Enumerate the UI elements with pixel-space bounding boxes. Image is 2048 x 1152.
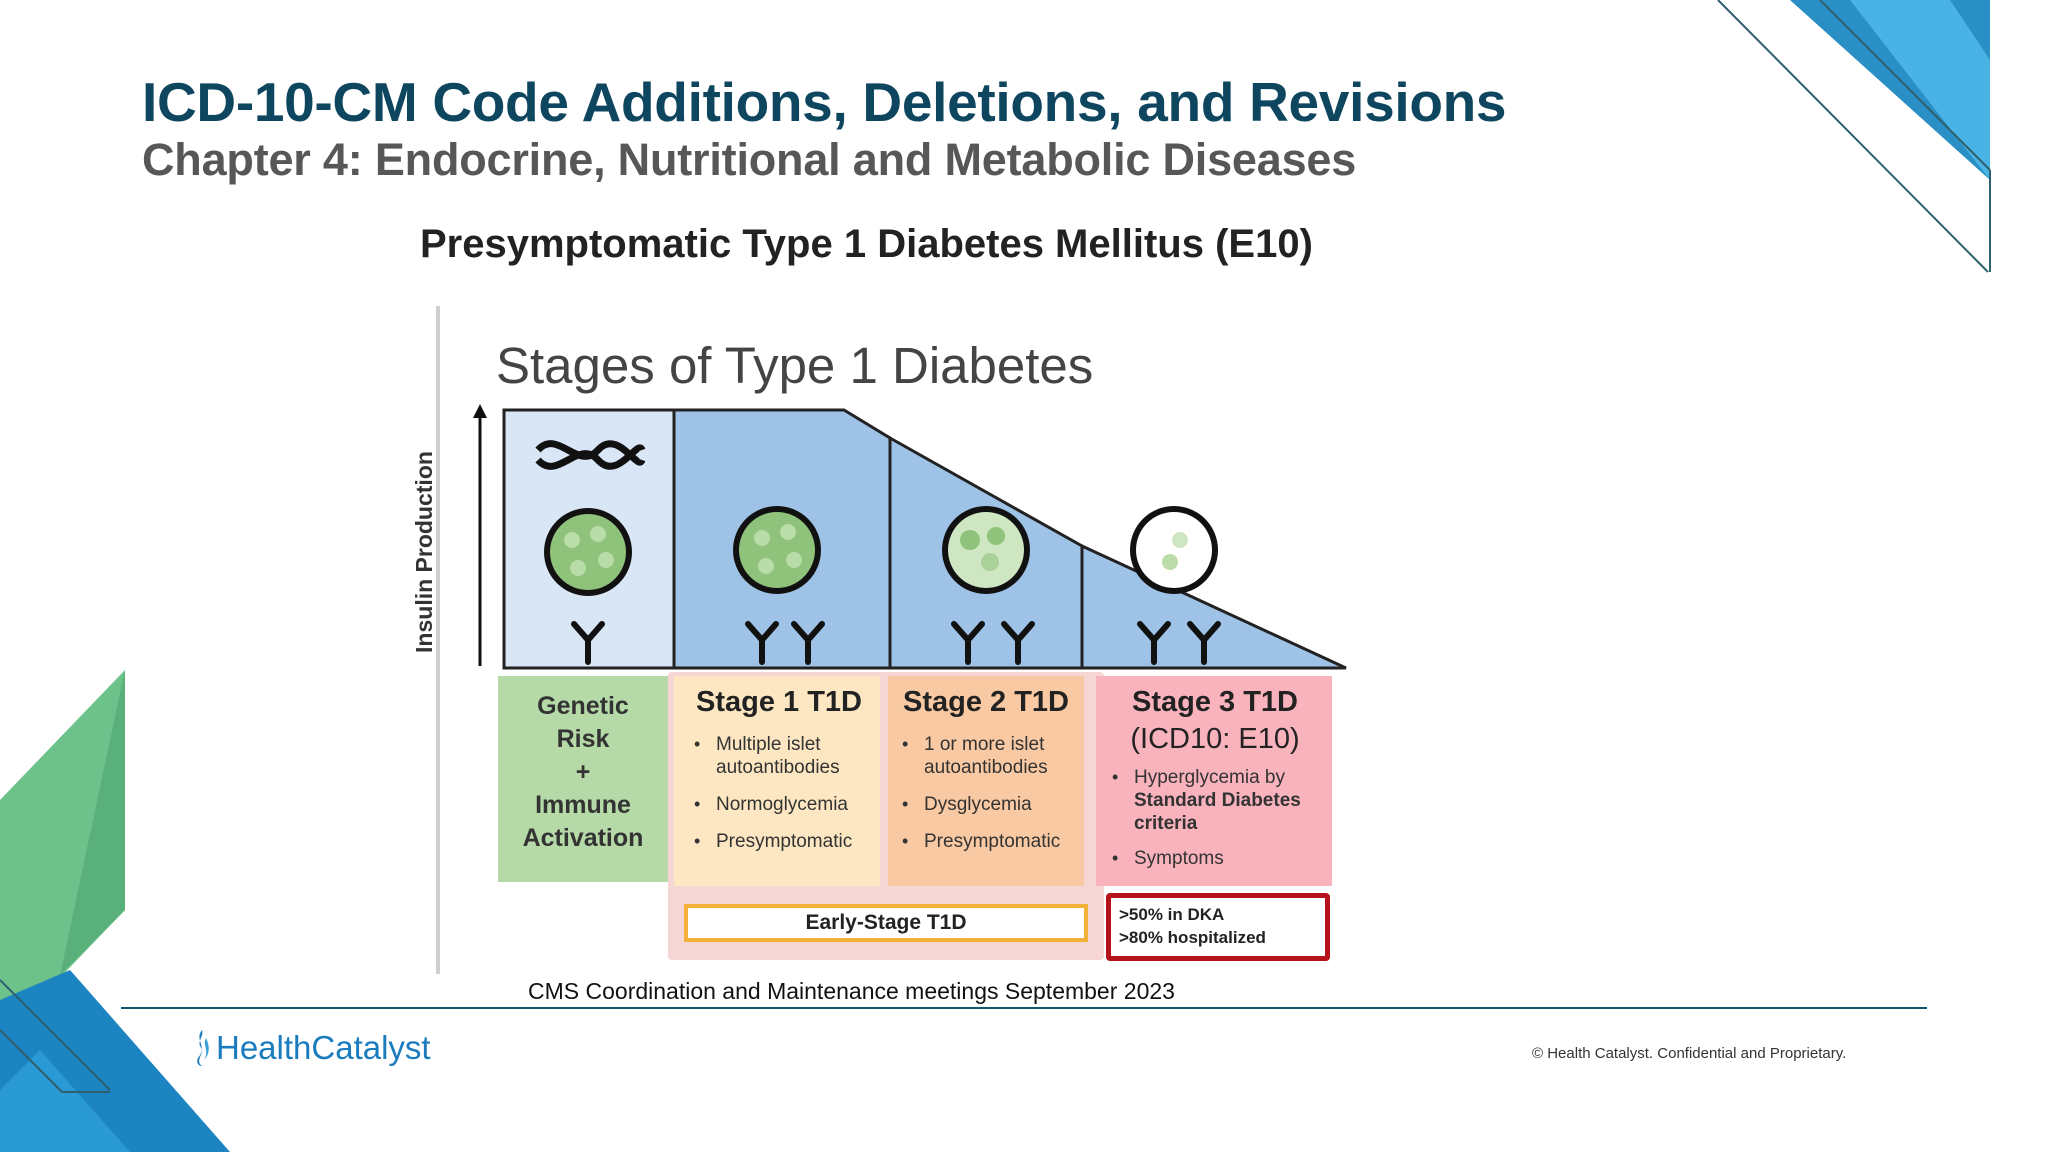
stage3-bullet-a: Hyperglycemia by — [1134, 767, 1285, 788]
diagram-left-border — [436, 306, 440, 974]
dka-line: >80% hospitalized — [1119, 928, 1266, 947]
slide-subtitle: Chapter 4: Endocrine, Nutritional and Me… — [142, 134, 1357, 185]
islet-cell-icon — [1130, 506, 1218, 594]
diagram-title: Stages of Type 1 Diabetes — [496, 337, 1094, 394]
list-item: 1 or more islet autoantibodies — [894, 733, 1078, 779]
stage2-box: Stage 2 T1D 1 or more islet autoantibodi… — [888, 676, 1084, 886]
slide-title: ICD-10-CM Code Additions, Deletions, and… — [142, 71, 1507, 133]
footnote: CMS Coordination and Maintenance meeting… — [528, 978, 1175, 1004]
dna-icon — [535, 440, 646, 470]
islet-cell-icon — [733, 506, 821, 594]
islet-cell-icon — [544, 508, 632, 596]
list-item: Normoglycemia — [686, 793, 872, 816]
logo-text-catalyst: Catalyst — [311, 1029, 431, 1066]
flame-icon — [197, 1030, 209, 1066]
stage3-title: Stage 3 T1D — [1132, 686, 1298, 718]
antibody-icon — [571, 621, 1221, 665]
stage1-box: Stage 1 T1D Multiple islet autoantibodie… — [674, 676, 880, 886]
footer-divider — [121, 1007, 1927, 1009]
stage1-bullets: Multiple islet autoantibodies Normoglyce… — [686, 733, 872, 853]
insulin-production-diagram — [473, 404, 1347, 670]
list-item: Presymptomatic — [894, 830, 1078, 853]
stage3-bullet-b: Standard Diabetes criteria — [1134, 790, 1301, 834]
logo-text-health: Health — [216, 1029, 312, 1066]
list-item: Multiple islet autoantibodies — [686, 733, 872, 779]
stage3-bullets: Hyperglycemia by Standard Diabetes crite… — [1104, 766, 1326, 870]
dka-line: >50% in DKA — [1119, 905, 1225, 924]
diagram-heading: Presymptomatic Type 1 Diabetes Mellitus … — [420, 222, 1313, 266]
stage3-box: Stage 3 T1D (ICD10: E10) Hyperglycemia b… — [1096, 676, 1332, 886]
copyright-text: © Health Catalyst. Confidential and Prop… — [1532, 1045, 1847, 1062]
islet-cell-icon — [942, 506, 1030, 594]
stage1-title: Stage 1 T1D — [696, 686, 862, 718]
stage2-title: Stage 2 T1D — [903, 686, 1069, 718]
bottom-left-decoration — [0, 670, 230, 1152]
list-item: Dysglycemia — [894, 793, 1078, 816]
y-axis-label: Insulin Production — [411, 451, 437, 653]
list-item: Hyperglycemia by Standard Diabetes crite… — [1104, 766, 1326, 835]
y-axis-arrowhead — [473, 404, 487, 418]
list-item: Symptoms — [1104, 847, 1326, 870]
top-right-decoration — [1717, 0, 1991, 273]
stage2-bullets: 1 or more islet autoantibodies Dysglycem… — [894, 733, 1078, 853]
list-item: Presymptomatic — [686, 830, 872, 853]
stage3-subtitle: (ICD10: E10) — [1130, 723, 1300, 755]
genetic-risk-text: Genetic Risk + Immune Activation — [522, 692, 644, 852]
dka-box: >50% in DKA >80% hospitalized — [1106, 893, 1330, 961]
early-stage-label: Early-Stage T1D — [684, 904, 1088, 942]
genetic-risk-box: Genetic Risk + Immune Activation — [498, 676, 668, 882]
